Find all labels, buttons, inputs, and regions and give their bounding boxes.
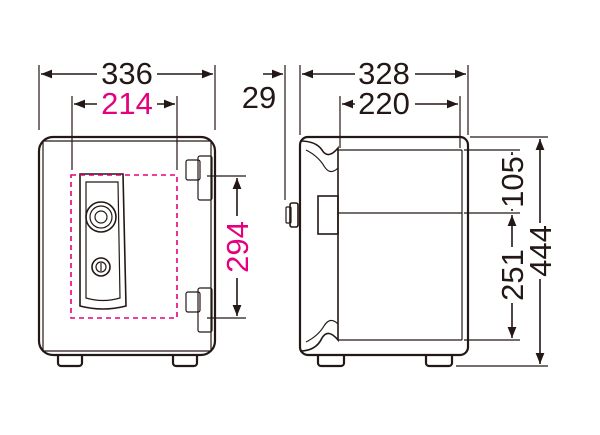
inner-compartment-outline [70,174,178,319]
side-height-label: 444 [523,225,558,277]
bolt-block [317,195,339,235]
front-safe-body [37,135,217,357]
front-hinges [185,155,213,333]
front-view: 336 214 294 [37,56,255,368]
top-offset-label: 105 [495,156,530,208]
side-safe-body [298,135,470,357]
side-inner-height-label: 251 [495,249,530,301]
dimension-inner-depth: 220 [339,86,461,148]
dimension-side-heights: 105 251 444 [456,136,558,367]
combination-dial-icon [85,201,117,233]
handle-depth-label: 29 [242,80,276,115]
dimension-inner-height: 294 [207,175,255,319]
key-lock-icon [91,257,111,277]
side-view: 328 29 220 105 251 [242,56,558,368]
inner-depth-label: 220 [358,86,410,121]
front-door-edge [42,140,212,352]
side-depth-label: 328 [358,56,410,91]
dimension-side-depth: 328 [263,56,469,200]
control-panel [79,173,127,310]
front-width-label: 336 [101,56,153,91]
side-handle-icon [285,202,299,228]
dimension-front-width: 336 [38,56,216,130]
inner-height-label: 294 [220,221,255,273]
side-door-profile [299,140,339,352]
dimension-inner-width: 214 [71,86,178,170]
inner-width-label: 214 [101,86,153,121]
